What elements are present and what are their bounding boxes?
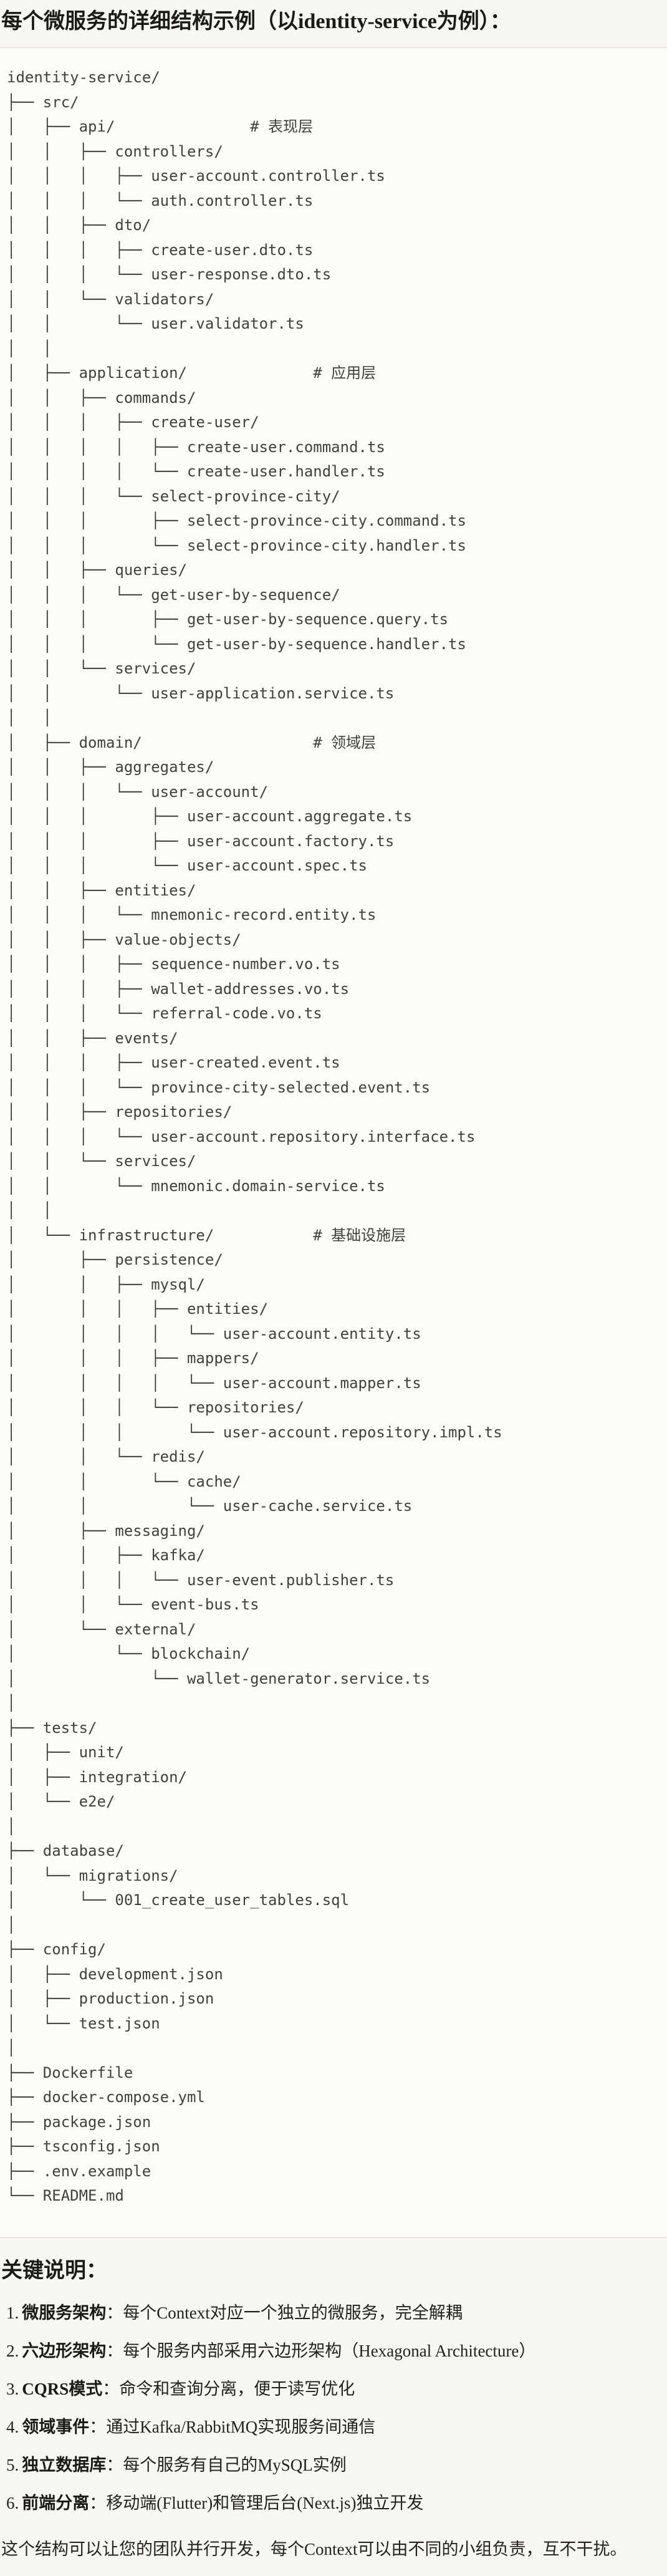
note-desc: ：每个Context对应一个独立的微服务，完全解耦 <box>106 2303 463 2322</box>
note-label: CQRS模式 <box>22 2379 103 2398</box>
key-notes-section: 关键说明： 1.微服务架构：每个Context对应一个独立的微服务，完全解耦 2… <box>0 2258 667 2576</box>
note-label: 领域事件 <box>22 2417 90 2436</box>
note-desc: ：每个服务有自己的MySQL实例 <box>106 2455 347 2474</box>
closing-paragraph: 这个结构可以让您的团队并行开发，每个Context可以由不同的小组负责，互不干扰… <box>1 2539 627 2559</box>
note-number: 1. <box>6 2303 19 2322</box>
note-label: 六边形架构 <box>22 2341 107 2360</box>
note-label: 微服务架构 <box>22 2303 107 2322</box>
note-desc: ：命令和查询分离，便于读写优化 <box>102 2379 355 2398</box>
note-number: 4. <box>6 2417 19 2436</box>
note-number: 3. <box>6 2379 19 2398</box>
note-item: 3.CQRS模式：命令和查询分离，便于读写优化 <box>6 2378 660 2400</box>
note-item: 5.独立数据库：每个服务有自己的MySQL实例 <box>6 2454 660 2476</box>
note-item: 1.微服务架构：每个Context对应一个独立的微服务，完全解耦 <box>6 2302 660 2324</box>
note-number: 6. <box>6 2493 19 2512</box>
directory-tree: identity-service/ ├── src/ │ ├── api/ # … <box>7 69 502 2204</box>
note-number: 2. <box>6 2341 19 2360</box>
note-desc: ：移动端(Flutter)和管理后台(Next.js)独立开发 <box>89 2493 424 2512</box>
notes-heading: 关键说明： <box>1 2259 107 2282</box>
note-desc: ：通过Kafka/RabbitMQ实现服务间通信 <box>89 2417 376 2436</box>
page-title: 每个微服务的详细结构示例（以identity-service为例）： <box>1 10 511 33</box>
note-label: 前端分离 <box>22 2493 90 2512</box>
note-desc: ：每个服务内部采用六边形架构（Hexagonal Architecture） <box>106 2341 536 2360</box>
note-item: 6.前端分离：移动端(Flutter)和管理后台(Next.js)独立开发 <box>6 2492 660 2514</box>
note-item: 4.领域事件：通过Kafka/RabbitMQ实现服务间通信 <box>6 2416 660 2438</box>
note-item: 2.六边形架构：每个服务内部采用六边形架构（Hexagonal Architec… <box>6 2340 660 2362</box>
note-label: 独立数据库 <box>22 2455 107 2474</box>
directory-tree-code-block: identity-service/ ├── src/ │ ├── api/ # … <box>0 47 667 2238</box>
note-number: 5. <box>6 2455 19 2474</box>
